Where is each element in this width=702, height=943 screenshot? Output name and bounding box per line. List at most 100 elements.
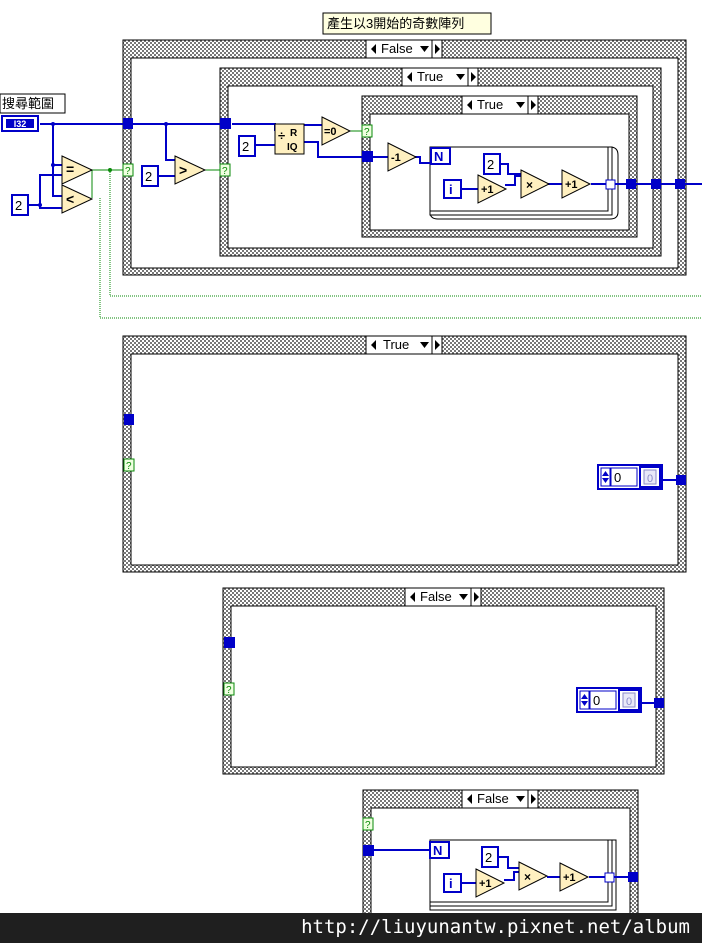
int-tunnel (628, 872, 638, 882)
bool-tunnel: ? (122, 163, 134, 177)
empty-array-constant[interactable]: 0 0 (576, 687, 642, 713)
constant-two[interactable]: 2 (481, 846, 499, 868)
increment-arrow-icon[interactable] (435, 340, 440, 350)
svg-text:+1: +1 (563, 872, 576, 884)
svg-text:?: ? (126, 461, 132, 472)
loop-index-terminal[interactable]: i (443, 179, 462, 199)
wire-junction (51, 163, 55, 167)
case-selector-second[interactable]: True (365, 335, 443, 355)
empty-array-constant[interactable]: 0 0 (597, 464, 663, 490)
increment-node[interactable]: +1 (561, 169, 592, 199)
decrement-arrow-icon[interactable] (371, 44, 376, 54)
constant-value: 2 (145, 169, 152, 184)
watermark-url: http://liuyunantw.pixnet.net/album (301, 916, 690, 938)
equal-node[interactable]: = (61, 155, 94, 185)
svg-text:N: N (433, 843, 442, 858)
bool-tunnel: ? (123, 458, 135, 472)
case-selector-third[interactable]: False (404, 587, 482, 607)
int-tunnel (651, 179, 661, 189)
svg-text:=0: =0 (324, 126, 337, 138)
search-range-control[interactable]: 搜尋範圍 I32 (0, 93, 66, 132)
increment-arrow-icon[interactable] (474, 592, 479, 602)
increment-node[interactable]: +1 (559, 862, 590, 892)
case-selector-label: True (477, 97, 503, 112)
comment-label: 產生以3開始的奇數陣列 (327, 16, 464, 31)
watermark-bar: http://liuyunantw.pixnet.net/album (0, 913, 702, 943)
constant-two[interactable]: 2 (141, 165, 159, 187)
svg-text:i: i (449, 876, 453, 891)
svg-text:+1: +1 (479, 878, 492, 890)
case-selector-outer[interactable]: False (365, 39, 443, 59)
increment-arrow-icon[interactable] (471, 72, 476, 82)
case-selector-fourth[interactable]: False (461, 789, 539, 809)
equal-zero-node[interactable]: =0 (321, 116, 352, 146)
quotient-remainder-node[interactable]: ÷ R IQ (274, 123, 305, 155)
case-structure-second[interactable] (122, 335, 687, 573)
svg-text:0: 0 (626, 696, 632, 708)
svg-text:?: ? (125, 166, 131, 177)
constant-two[interactable]: 2 (483, 153, 501, 175)
increment-arrow-icon[interactable] (531, 100, 536, 110)
int-tunnel (220, 118, 231, 129)
case-selector-label: False (420, 589, 452, 604)
wire-junction (164, 122, 168, 126)
control-type: I32 (14, 119, 27, 129)
greater-node[interactable]: > (174, 155, 207, 185)
increment-node[interactable]: +1 (477, 174, 508, 204)
constant-value: 2 (485, 850, 492, 865)
multiply-node[interactable]: × (520, 169, 551, 199)
int-tunnel (676, 475, 686, 485)
dropdown-arrow-icon[interactable] (516, 102, 525, 108)
int-tunnel (124, 414, 134, 425)
control-label: 搜尋範圍 (2, 96, 54, 111)
svg-text:?: ? (222, 166, 228, 177)
constant-value: 2 (242, 139, 249, 154)
less-node[interactable]: < (61, 184, 94, 214)
int-tunnel (363, 845, 374, 856)
decrement-arrow-icon[interactable] (467, 794, 472, 804)
decrement-node[interactable]: -1 (387, 142, 418, 172)
loop-index-terminal[interactable]: i (443, 873, 462, 893)
multiply-node[interactable]: × (518, 861, 549, 891)
decrement-arrow-icon[interactable] (407, 72, 412, 82)
loop-count-terminal[interactable]: N (430, 147, 451, 165)
svg-text:?: ? (364, 127, 370, 138)
svg-text:+1: +1 (565, 179, 578, 191)
bool-tunnel: ? (362, 817, 374, 831)
dropdown-arrow-icon[interactable] (420, 342, 429, 348)
dropdown-arrow-icon[interactable] (516, 796, 525, 802)
case-selector-label: False (477, 791, 509, 806)
svg-text:N: N (434, 149, 443, 164)
svg-text:i: i (449, 182, 453, 197)
decrement-arrow-icon[interactable] (410, 592, 415, 602)
dropdown-arrow-icon[interactable] (420, 46, 429, 52)
indexing-tunnel (604, 872, 615, 883)
constant-value: 2 (487, 157, 494, 172)
dropdown-arrow-icon[interactable] (459, 594, 468, 600)
node-symbol: < (66, 191, 74, 207)
comment-label-box[interactable]: 產生以3開始的奇數陣列 (322, 12, 492, 35)
increment-arrow-icon[interactable] (531, 794, 536, 804)
increment-arrow-icon[interactable] (435, 44, 440, 54)
svg-text:-1: -1 (391, 152, 401, 164)
wire-junction (38, 203, 42, 207)
wire-junction (51, 122, 55, 126)
constant-two[interactable]: 2 (238, 135, 256, 157)
case-structure-third[interactable] (222, 587, 665, 775)
case-selector-inner[interactable]: True (461, 95, 539, 115)
loop-count-terminal[interactable]: N (429, 841, 450, 859)
increment-node[interactable]: +1 (475, 868, 506, 898)
decrement-arrow-icon[interactable] (467, 100, 472, 110)
bool-tunnel: ? (219, 163, 231, 177)
int-tunnel (123, 118, 133, 129)
svg-text:0: 0 (647, 473, 653, 485)
svg-text:IQ: IQ (287, 142, 298, 153)
constant-value: 2 (15, 198, 22, 213)
bool-tunnel: ? (223, 682, 235, 696)
svg-text:?: ? (365, 820, 371, 831)
decrement-arrow-icon[interactable] (371, 340, 376, 350)
svg-text:+1: +1 (481, 184, 494, 196)
case-selector-mid[interactable]: True (401, 67, 479, 87)
dropdown-arrow-icon[interactable] (456, 74, 465, 80)
constant-two[interactable]: 2 (11, 194, 29, 216)
